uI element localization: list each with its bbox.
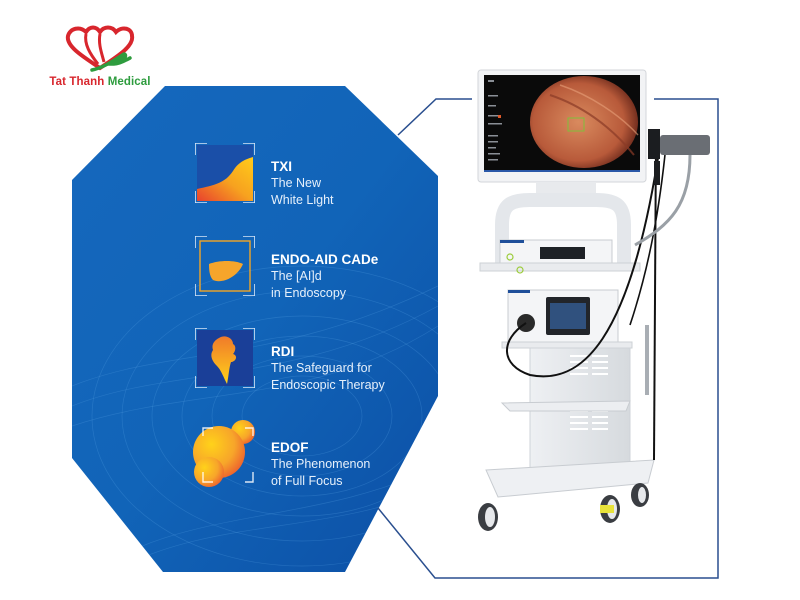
brand-name-part2: Medical	[107, 76, 151, 88]
feature-subtitle-line1: The Phenomenon	[271, 457, 371, 471]
feature-txi: TXI The New White Light	[195, 143, 445, 219]
feature-edof: EDOF The Phenomenon of Full Focus	[193, 420, 445, 500]
feature-subtitle-line2: in Endoscopy	[271, 286, 347, 300]
monitor	[477, 69, 647, 200]
brand-logo: Tat Thanh Medical	[40, 24, 160, 94]
brand-name-part1: Tat Thanh	[49, 76, 105, 88]
rdi-bleeding-icon	[195, 328, 255, 388]
feature-title: RDI	[271, 344, 295, 359]
feature-subtitle-line2: of Full Focus	[271, 474, 343, 488]
heart-hand-icon	[65, 25, 135, 72]
feature-title: EDOF	[271, 440, 309, 455]
feature-subtitle-line1: The New	[271, 176, 322, 190]
features-panel	[72, 86, 438, 572]
endo-aid-lesion-icon	[195, 236, 255, 296]
feature-title: TXI	[271, 159, 293, 174]
brand-name: Tat Thanh Medical	[40, 76, 160, 88]
feature-title: ENDO-AID CADe	[271, 252, 379, 267]
feature-subtitle-line2: White Light	[271, 193, 334, 207]
feature-rdi: RDI The Safeguard for Endoscopic Therapy	[195, 328, 445, 404]
feature-subtitle-line1: The [AI]d	[271, 269, 322, 283]
feature-subtitle-line2: Endoscopic Therapy	[271, 378, 385, 392]
txi-gradient-icon	[195, 143, 255, 203]
feature-endo-aid-cade: ENDO-AID CADe The [AI]d in Endoscopy	[195, 236, 445, 312]
feature-subtitle-line1: The Safeguard for	[271, 361, 372, 375]
endoscopy-cart-illustration	[477, 69, 710, 531]
edof-focus-icon	[193, 420, 255, 487]
